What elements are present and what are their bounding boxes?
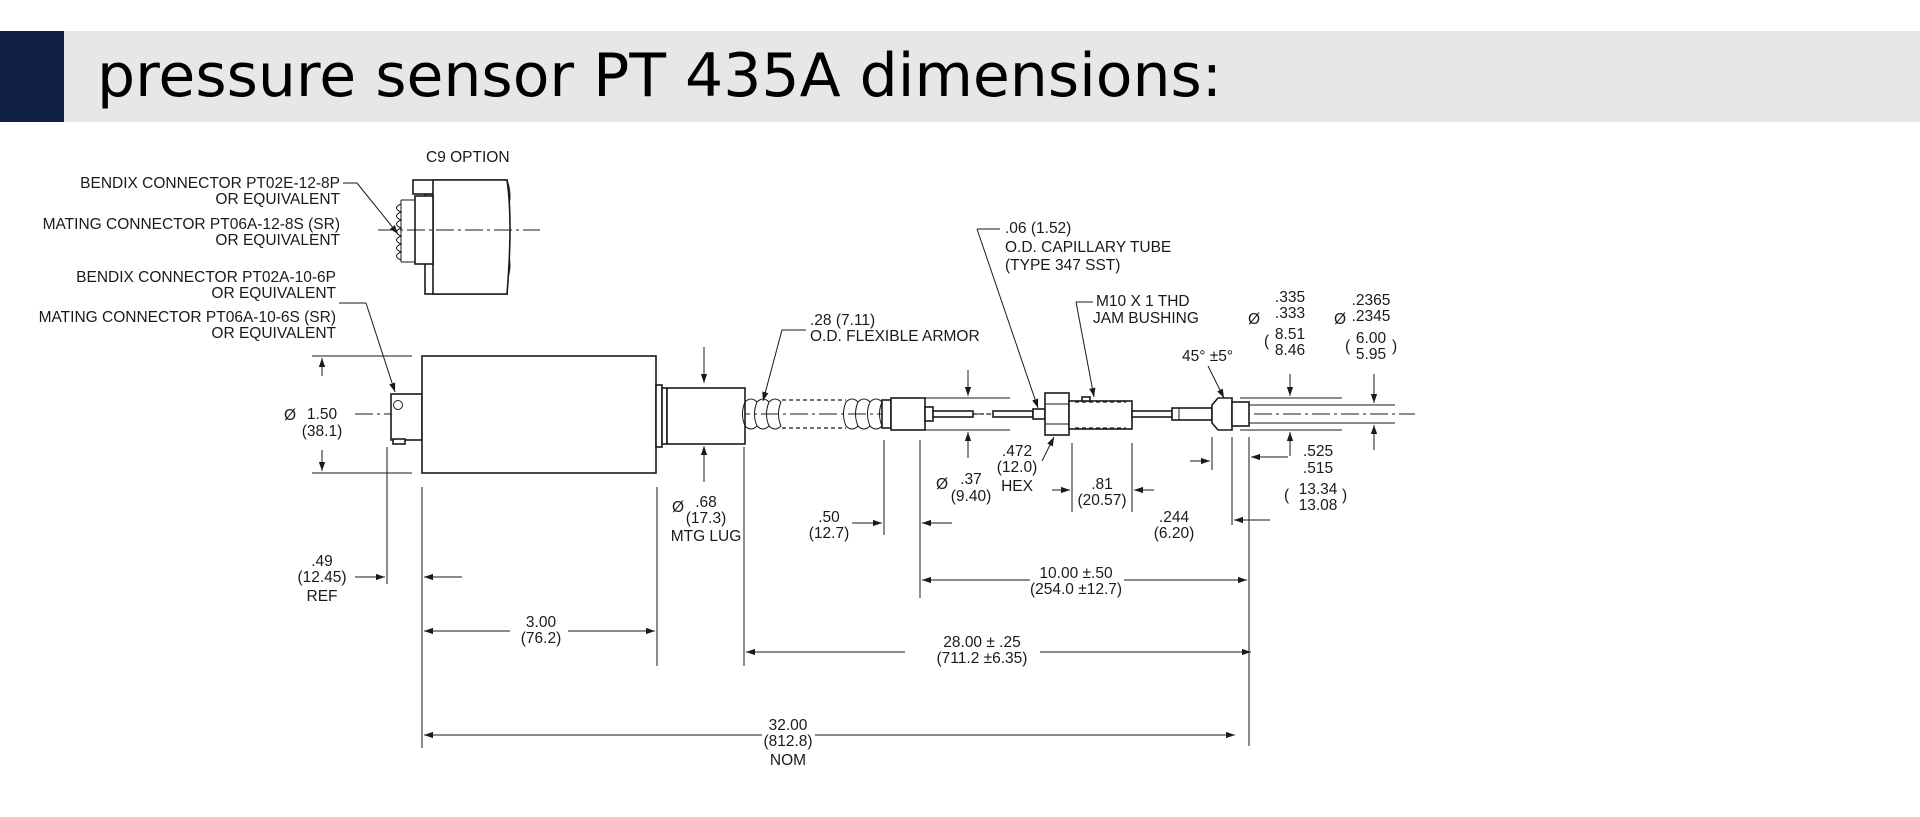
body-dia-symbol: Ø — [284, 407, 296, 424]
d515-value: .515 — [1303, 460, 1333, 477]
sensor-main-body — [390, 355, 746, 474]
d333-value: .333 — [1275, 305, 1305, 322]
d515-mm: 13.08 — [1299, 497, 1338, 514]
d244-value: .244 — [1159, 509, 1190, 526]
mating-c9-equiv: OR EQUIVALENT — [215, 232, 340, 249]
body-len-mm: (76.2) — [521, 630, 562, 647]
bendix-std-label: BENDIX CONNECTOR PT02A-10-6P — [76, 269, 336, 286]
hex-value: .472 — [1002, 443, 1032, 460]
page-title: pressure sensor PT 435A dimensions: — [97, 41, 1222, 111]
body-dia-mm: (38.1) — [302, 423, 343, 440]
paren-open: ( — [1264, 333, 1270, 350]
dim-2365 — [1249, 374, 1395, 450]
jam-bushing — [1068, 396, 1133, 430]
angle-label: 45° ±5° — [1182, 348, 1233, 365]
overall-mm: (812.8) — [763, 733, 812, 750]
bendix-c9-equiv: OR EQUIVALENT — [215, 191, 340, 208]
overall-label: NOM — [770, 752, 806, 769]
paren-close: ) — [1342, 487, 1347, 504]
d2345-mm: 5.95 — [1356, 346, 1386, 363]
ref-value: .49 — [311, 553, 333, 570]
d2365-value: .2365 — [1352, 292, 1391, 309]
paren-close: ) — [1392, 338, 1397, 355]
bendix-std-equiv: OR EQUIVALENT — [211, 285, 336, 302]
bendix-c9-label: BENDIX CONNECTOR PT02E-12-8P — [80, 175, 340, 192]
ref-label: REF — [307, 588, 338, 605]
capillary-label: O.D. CAPILLARY TUBE — [1005, 239, 1171, 256]
d333-mm: 8.46 — [1275, 342, 1305, 359]
d50-mm: (12.7) — [809, 525, 850, 542]
title-bar: pressure sensor PT 435A dimensions: — [0, 31, 1920, 122]
d37-mm: (9.40) — [951, 488, 992, 505]
c9-option-connector — [378, 179, 540, 295]
armor-len-value: 28.00 ± .25 — [943, 634, 1020, 651]
cap-len-mm: (254.0 ±12.7) — [1030, 581, 1122, 598]
hex-leader — [1041, 436, 1055, 462]
body-dia-value: 1.50 — [307, 406, 338, 423]
d81-mm: (20.57) — [1077, 492, 1126, 509]
paren-open: ( — [1284, 487, 1290, 504]
dim-244 — [1190, 437, 1270, 525]
paren-open: ( — [1345, 338, 1351, 355]
armor-label: O.D. FLEXIBLE ARMOR — [810, 328, 980, 345]
d2365-mm: 6.00 — [1356, 330, 1387, 347]
mating-std-label: MATING CONNECTOR PT06A-10-6S (SR) — [39, 309, 336, 326]
capillary-type: (TYPE 347 SST) — [1005, 257, 1120, 274]
body-len-value: 3.00 — [526, 614, 557, 631]
d37-value: .37 — [960, 471, 982, 488]
leader-line — [365, 302, 396, 393]
ref-mm: (12.45) — [297, 569, 346, 586]
lug-symbol: Ø — [672, 499, 684, 516]
title-accent-block — [0, 31, 64, 122]
leader-line — [762, 329, 783, 402]
d335-value: .335 — [1275, 289, 1305, 306]
lug-label: MTG LUG — [671, 528, 742, 545]
dim-525 — [1248, 437, 1288, 746]
sensor-tip — [1131, 397, 1250, 431]
armor-len-mm: (711.2 ±6.35) — [937, 650, 1028, 667]
overall-value: 32.00 — [769, 717, 808, 734]
d335-symbol: Ø — [1248, 311, 1260, 328]
armor-size: .28 (7.11) — [810, 312, 875, 329]
mating-c9-label: MATING CONNECTOR PT06A-12-8S (SR) — [43, 216, 340, 233]
angle-leader — [1207, 365, 1225, 399]
d244-mm: (6.20) — [1154, 525, 1195, 542]
d335-mm: 8.51 — [1275, 326, 1305, 343]
d2365-symbol: Ø — [1334, 311, 1346, 328]
dim-ref — [355, 447, 462, 748]
capillary-tube — [932, 408, 1046, 420]
dim-body-diameter — [312, 355, 412, 474]
d81-value: .81 — [1091, 476, 1113, 493]
hex-nut — [1044, 392, 1070, 436]
d50-value: .50 — [818, 509, 840, 526]
cap-len-value: 10.00 ±.50 — [1039, 565, 1113, 582]
hex-label: HEX — [1001, 478, 1034, 495]
thread-label: M10 X 1 THD — [1096, 293, 1190, 310]
leader-line — [976, 228, 1039, 409]
dim-037 — [925, 370, 1010, 458]
lug-value: .68 — [695, 494, 717, 511]
d2345-value: .2345 — [1352, 308, 1391, 325]
jam-bushing-label: JAM BUSHING — [1093, 310, 1199, 327]
hex-mm: (12.0) — [997, 459, 1038, 476]
c9-option-label: C9 OPTION — [426, 149, 510, 166]
leader-line — [356, 182, 399, 235]
leader-line — [1075, 301, 1096, 398]
dim-050 — [743, 440, 952, 666]
lug-mm: (17.3) — [686, 510, 727, 527]
d37-symbol: Ø — [936, 476, 948, 493]
dim-body-length — [424, 487, 658, 666]
dim-081 — [1052, 443, 1154, 512]
mating-std-equiv: OR EQUIVALENT — [211, 325, 336, 342]
flexible-armor — [742, 397, 934, 431]
capillary-size: .06 (1.52) — [1005, 220, 1071, 237]
dim-335 — [1240, 374, 1342, 456]
d525-mm: 13.34 — [1299, 481, 1338, 498]
d525-value: .525 — [1303, 443, 1333, 460]
